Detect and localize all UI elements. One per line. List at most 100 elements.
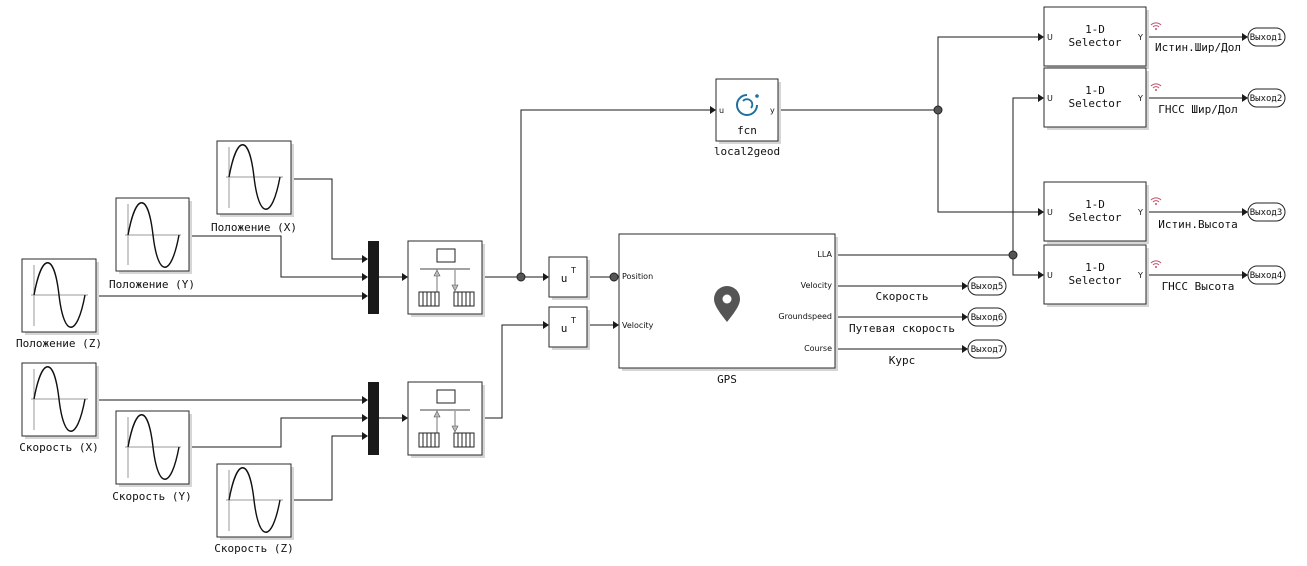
reshape-icon <box>418 248 475 307</box>
wire-pos-x <box>291 178 362 260</box>
branch-dot <box>516 272 526 282</box>
wire-pos-y <box>189 235 362 278</box>
signal-label: Истин.Высота <box>1158 218 1237 231</box>
sine-wave-icon <box>127 202 180 268</box>
transpose-label: u <box>561 272 568 285</box>
sine-wave-icon <box>228 467 281 533</box>
selector-line2: Selector <box>1069 274 1122 287</box>
source-label: Скорость (X) <box>19 441 98 454</box>
outport-label: Выход7 <box>971 345 1004 355</box>
wire-branch-fcn <box>520 109 711 277</box>
source-vel-x[interactable]: Скорость (X) <box>19 362 99 454</box>
gps-output-course: Course <box>804 344 832 353</box>
selector-line1: 1-D <box>1085 261 1105 274</box>
selector-line2: Selector <box>1069 211 1122 224</box>
signal-label: Курс <box>889 354 916 367</box>
sine-wave-icon <box>33 366 86 432</box>
outport-4[interactable]: Выход4 <box>1247 265 1286 285</box>
gps-output-groundspeed: Groundspeed <box>778 312 832 321</box>
mux-velocity[interactable] <box>368 382 379 455</box>
branch-dot <box>933 105 943 115</box>
selector-1[interactable]: 1-D Selector U Y <box>1043 6 1149 69</box>
source-label: Положение (Z) <box>16 337 102 350</box>
source-label: Положение (Y) <box>109 278 195 291</box>
selector-in-port: U <box>1047 94 1053 103</box>
signal-label: Путевая скорость <box>849 322 955 335</box>
source-pos-y[interactable]: Положение (Y) <box>109 197 195 291</box>
selector-line1: 1-D <box>1085 198 1105 211</box>
selector-in-port: U <box>1047 33 1053 42</box>
selector-out-port: Y <box>1137 208 1143 217</box>
transpose-position[interactable]: u T <box>548 256 590 300</box>
outport-6[interactable]: Выход6 <box>967 307 1007 327</box>
transpose-superscript: T <box>570 266 576 275</box>
source-label: Положение (X) <box>211 221 297 234</box>
sine-wave-icon <box>228 144 281 210</box>
source-pos-x[interactable]: Положение (X) <box>211 140 297 234</box>
wire-fcn-sel3 <box>937 110 1039 213</box>
selector-line1: 1-D <box>1085 23 1105 36</box>
wire-lla-sel2 <box>1012 97 1039 255</box>
sine-wave-icon <box>127 414 180 480</box>
selector-line1: 1-D <box>1085 84 1105 97</box>
fcn-block-local2geod[interactable]: fcn u y local2geod <box>714 78 781 158</box>
outport-label: Выход6 <box>971 313 1004 323</box>
signal-label: ГНСС Шир/Дол <box>1158 103 1237 116</box>
outport-label: Выход4 <box>1250 271 1283 281</box>
transpose-superscript: T <box>570 316 576 325</box>
signal-logging-icons <box>1150 22 1162 268</box>
gps-input-velocity: Velocity <box>622 321 654 330</box>
selector-out-port: Y <box>1137 33 1143 42</box>
wire-fcn-sel1 <box>937 36 1039 110</box>
wires <box>96 36 1243 501</box>
selector-3[interactable]: 1-D Selector U Y <box>1043 181 1149 244</box>
outport-label: Выход5 <box>971 282 1004 292</box>
branch-points <box>516 105 1018 282</box>
matlab-function-icon <box>736 94 759 116</box>
fcn-in-port-label: u <box>719 106 724 115</box>
reshape-position[interactable] <box>407 240 485 317</box>
wifi-icon <box>1150 197 1162 205</box>
selector-2[interactable]: 1-D Selector U Y <box>1043 67 1149 130</box>
outport-2[interactable]: Выход2 <box>1247 88 1286 108</box>
mux-position[interactable] <box>368 241 379 314</box>
wifi-icon <box>1150 260 1162 268</box>
wire-lla-sel4 <box>1012 255 1039 276</box>
signal-label: Скорость <box>876 290 929 303</box>
source-vel-z[interactable]: Скорость (Z) <box>214 463 294 555</box>
outport-3[interactable]: Выход3 <box>1247 202 1286 222</box>
branch-dot <box>1008 250 1018 260</box>
fcn-block-name: local2geod <box>714 145 780 158</box>
outport-1[interactable]: Выход1 <box>1247 27 1286 47</box>
wifi-icon <box>1150 83 1162 91</box>
gps-output-lla: LLA <box>817 250 832 259</box>
arrowheads <box>362 33 1248 440</box>
selector-4[interactable]: 1-D Selector U Y <box>1043 244 1149 307</box>
outport-5[interactable]: Выход5 <box>967 276 1007 296</box>
sine-wave-icon <box>33 262 86 328</box>
fcn-out-port-label: y <box>770 106 775 115</box>
reshape-icon <box>418 389 475 448</box>
fcn-block-text: fcn <box>737 124 757 137</box>
transpose-velocity[interactable]: u T <box>548 306 590 350</box>
transpose-label: u <box>561 322 568 335</box>
gps-output-velocity: Velocity <box>801 281 833 290</box>
gps-block[interactable]: Position Velocity LLA Velocity Groundspe… <box>618 233 838 386</box>
source-vel-y[interactable]: Скорость (Y) <box>112 410 192 503</box>
source-pos-z[interactable]: Положение (Z) <box>16 258 102 350</box>
outport-label: Выход1 <box>1250 33 1283 43</box>
reshape-velocity[interactable] <box>407 381 485 458</box>
outport-label: Выход2 <box>1250 94 1283 104</box>
wire-reshape2-transpose2 <box>482 324 544 419</box>
selector-out-port: Y <box>1137 271 1143 280</box>
source-label: Скорость (Y) <box>112 490 191 503</box>
wire-vel-z <box>291 435 362 501</box>
wifi-icon <box>1150 22 1162 30</box>
outport-label: Выход3 <box>1250 208 1283 218</box>
outport-7[interactable]: Выход7 <box>967 339 1007 359</box>
selector-in-port: U <box>1047 271 1053 280</box>
gps-input-position: Position <box>622 272 653 281</box>
gps-block-name: GPS <box>717 373 737 386</box>
signal-label: ГНСС Высота <box>1162 280 1235 293</box>
